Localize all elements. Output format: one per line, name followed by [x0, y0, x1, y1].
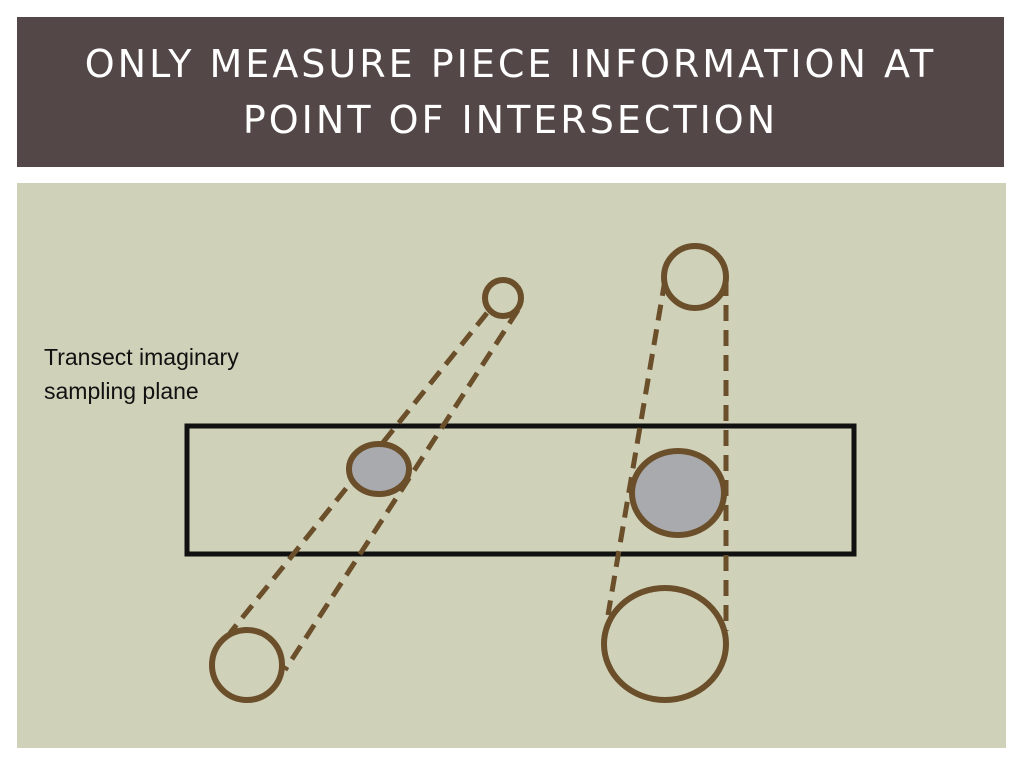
- slide-title: ONLY MEASURE PIECE INFORMATION AT POINT …: [84, 42, 937, 142]
- transect-diagram: [184, 243, 857, 703]
- content-area: Transect imaginary sampling plane: [17, 183, 1006, 748]
- upright-log-piece: [601, 243, 729, 703]
- transect-plane: [184, 423, 857, 557]
- upright-log-intersection: [629, 448, 727, 538]
- diagonal-log-edge-right: [282, 308, 521, 672]
- diagonal-log-piece: [209, 277, 524, 703]
- transect-label: Transect imaginary sampling plane: [44, 344, 239, 404]
- diagonal-log-large-end: [209, 627, 285, 703]
- upright-log-small-end: [661, 243, 729, 311]
- upright-log-large-end: [601, 585, 729, 703]
- upright-log-edge-left: [605, 279, 668, 616]
- title-bar: ONLY MEASURE PIECE INFORMATION AT POINT …: [17, 17, 1004, 167]
- diagonal-log-small-end: [482, 277, 524, 319]
- diagonal-log-intersection: [346, 441, 412, 497]
